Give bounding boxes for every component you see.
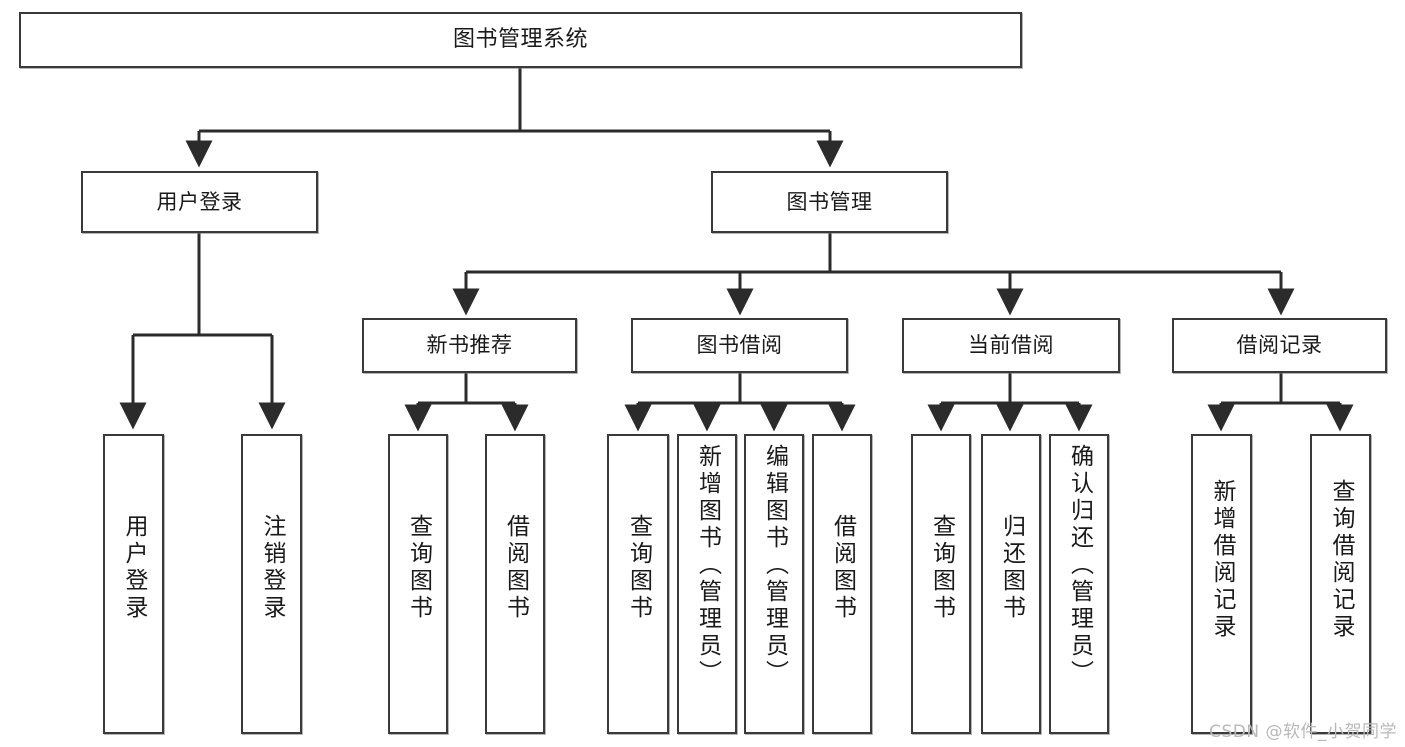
node-label: 查询图书 xyxy=(928,514,955,622)
node-current-borrow[interactable]: 当前借阅 xyxy=(902,318,1120,373)
node-label: 查询图书 xyxy=(405,514,432,622)
node-label: 新增图书（管理员） xyxy=(694,444,721,687)
node-label: 用户登录 xyxy=(121,514,147,622)
node-book-borrow[interactable]: 图书借阅 xyxy=(631,318,848,373)
leaf-edit-book[interactable]: 编辑图书（管理员） xyxy=(744,434,804,734)
node-book-management[interactable]: 图书管理 xyxy=(711,171,948,233)
leaf-confirm-return[interactable]: 确认归还（管理员） xyxy=(1049,434,1109,734)
node-user-login[interactable]: 用户登录 xyxy=(81,171,318,233)
node-label: 查询借阅记录 xyxy=(1328,479,1354,641)
leaf-borrow-book-recommend[interactable]: 借阅图书 xyxy=(485,434,545,734)
node-label: 确认归还（管理员） xyxy=(1066,444,1093,687)
node-label: 注销登录 xyxy=(259,514,285,622)
leaf-query-book-borrow[interactable]: 查询图书 xyxy=(607,434,669,734)
node-label: 借阅记录 xyxy=(1236,333,1323,358)
node-label: 图书借阅 xyxy=(696,333,783,358)
leaf-add-book[interactable]: 新增图书（管理员） xyxy=(677,434,737,734)
node-new-book-recommend[interactable]: 新书推荐 xyxy=(362,318,577,373)
node-label: 编辑图书（管理员） xyxy=(761,444,788,687)
leaf-return-book[interactable]: 归还图书 xyxy=(981,434,1041,734)
node-label: 图书管理系统 xyxy=(452,27,588,53)
leaf-user-login[interactable]: 用户登录 xyxy=(103,434,164,734)
node-label: 新增借阅记录 xyxy=(1209,479,1235,641)
node-label: 新书推荐 xyxy=(426,333,513,358)
leaf-query-borrow-record[interactable]: 查询借阅记录 xyxy=(1310,434,1371,734)
leaf-add-borrow-record[interactable]: 新增借阅记录 xyxy=(1191,434,1252,734)
node-label: 借阅图书 xyxy=(502,514,529,622)
node-label: 归还图书 xyxy=(998,514,1025,622)
node-root-system[interactable]: 图书管理系统 xyxy=(19,12,1022,68)
node-label: 借阅图书 xyxy=(829,514,856,622)
leaf-query-book-current[interactable]: 查询图书 xyxy=(911,434,971,734)
node-label: 当前借阅 xyxy=(968,333,1054,358)
node-label: 用户登录 xyxy=(156,189,243,214)
leaf-borrow-book[interactable]: 借阅图书 xyxy=(812,434,872,734)
leaf-logout-login[interactable]: 注销登录 xyxy=(241,434,302,734)
node-label: 图书管理 xyxy=(786,189,873,214)
leaf-query-book-recommend[interactable]: 查询图书 xyxy=(388,434,448,734)
node-borrow-record[interactable]: 借阅记录 xyxy=(1172,318,1387,373)
node-label: 查询图书 xyxy=(625,514,652,622)
